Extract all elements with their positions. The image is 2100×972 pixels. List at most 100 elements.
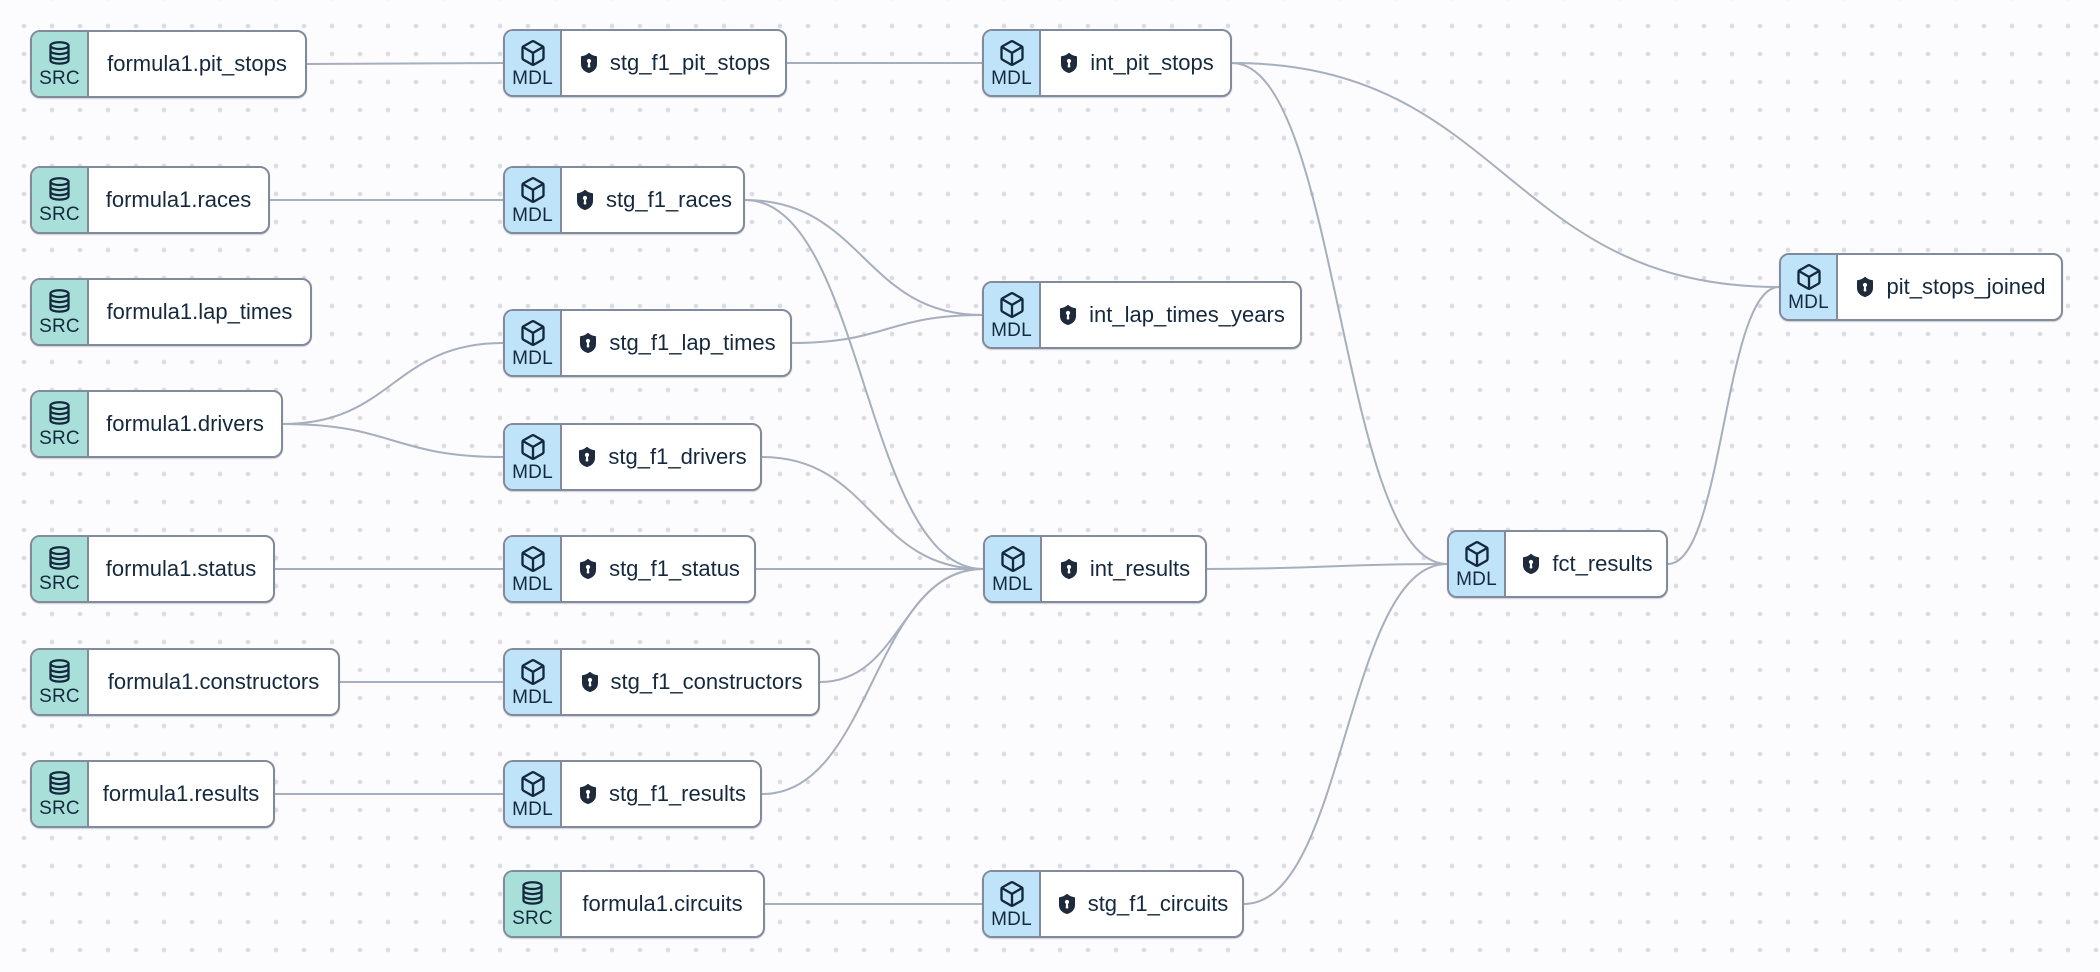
node-body: int_results bbox=[1042, 537, 1205, 601]
model-badge: MDL bbox=[505, 168, 562, 232]
model-cube-icon bbox=[1463, 540, 1491, 568]
database-icon bbox=[46, 176, 73, 203]
node-stg_f1_results[interactable]: MDL stg_f1_results bbox=[503, 760, 762, 828]
node-label: formula1.races bbox=[105, 187, 252, 212]
node-formula1.results[interactable]: SRC formula1.results bbox=[30, 760, 275, 828]
node-label: stg_f1_circuits bbox=[1087, 891, 1229, 916]
node-label: int_lap_times_years bbox=[1089, 302, 1285, 327]
badge-label: MDL bbox=[512, 573, 553, 595]
node-stg_f1_circuits[interactable]: MDL stg_f1_circuits bbox=[982, 870, 1244, 938]
source-badge: SRC bbox=[32, 650, 89, 714]
shield-lock-icon bbox=[576, 781, 600, 807]
shield-lock-icon bbox=[576, 330, 600, 356]
edge-int_results-to-fct_results bbox=[1206, 563, 1448, 570]
node-label: formula1.pit_stops bbox=[107, 51, 287, 76]
database-icon bbox=[46, 400, 73, 427]
badge-label: MDL bbox=[512, 798, 553, 820]
node-label: formula1.constructors bbox=[107, 669, 320, 694]
model-cube-icon bbox=[519, 658, 547, 686]
edge-stg_f1_lap_times-to-int_lap_times_years bbox=[791, 314, 983, 344]
edge-int_pit_stops-to-pit_stops_joined bbox=[1231, 62, 1780, 288]
badge-label: SRC bbox=[512, 908, 553, 929]
model-badge: MDL bbox=[984, 872, 1041, 936]
model-badge: MDL bbox=[984, 31, 1041, 95]
database-icon bbox=[46, 658, 73, 685]
node-body: pit_stops_joined bbox=[1838, 255, 2061, 319]
database-icon bbox=[46, 40, 73, 67]
node-formula1.constructors[interactable]: SRC formula1.constructors bbox=[30, 648, 340, 716]
badge-label: MDL bbox=[512, 204, 553, 226]
model-cube-icon bbox=[519, 433, 547, 461]
model-badge: MDL bbox=[505, 425, 562, 489]
source-badge: SRC bbox=[32, 280, 89, 344]
node-formula1.races[interactable]: SRC formula1.races bbox=[30, 166, 270, 234]
badge-label: MDL bbox=[1456, 568, 1497, 590]
edge-stg_f1_races-to-int_results bbox=[744, 199, 984, 570]
node-label: int_results bbox=[1089, 556, 1191, 581]
model-badge: MDL bbox=[1449, 532, 1506, 596]
model-badge: MDL bbox=[505, 537, 562, 601]
shield-lock-icon bbox=[1519, 551, 1543, 577]
node-int_lap_times_years[interactable]: MDL int_lap_times_years bbox=[982, 281, 1302, 349]
shield-lock-icon bbox=[1056, 302, 1080, 328]
badge-label: SRC bbox=[39, 68, 80, 89]
edge-stg_f1_races-to-int_lap_times_years bbox=[744, 199, 983, 316]
badge-label: MDL bbox=[991, 319, 1032, 341]
badge-label: MDL bbox=[991, 67, 1032, 89]
badge-label: MDL bbox=[1788, 291, 1829, 313]
node-label: pit_stops_joined bbox=[1886, 274, 2046, 299]
edge-stg_f1_circuits-to-fct_results bbox=[1243, 563, 1448, 905]
model-cube-icon bbox=[519, 39, 547, 67]
badge-label: MDL bbox=[991, 908, 1032, 930]
node-formula1.drivers[interactable]: SRC formula1.drivers bbox=[30, 390, 283, 458]
shield-lock-icon bbox=[578, 669, 602, 695]
node-label: formula1.drivers bbox=[106, 411, 264, 436]
badge-label: SRC bbox=[39, 204, 80, 225]
source-badge: SRC bbox=[505, 872, 562, 936]
edge-formula1.drivers-to-stg_f1_lap_times bbox=[282, 342, 504, 425]
source-badge: SRC bbox=[32, 537, 89, 601]
shield-lock-icon bbox=[1853, 274, 1877, 300]
shield-lock-icon bbox=[1055, 891, 1079, 917]
node-body: fct_results bbox=[1506, 532, 1666, 596]
model-cube-icon bbox=[519, 545, 547, 573]
badge-label: MDL bbox=[512, 686, 553, 708]
model-cube-icon bbox=[519, 319, 547, 347]
model-cube-icon bbox=[519, 176, 547, 204]
badge-label: SRC bbox=[39, 686, 80, 707]
node-body: formula1.drivers bbox=[89, 392, 281, 456]
edge-formula1.pit_stops-to-stg_f1_pit_stops bbox=[306, 62, 504, 65]
node-body: formula1.constructors bbox=[89, 650, 338, 714]
model-cube-icon bbox=[998, 39, 1026, 67]
node-label: formula1.results bbox=[102, 781, 260, 806]
database-icon bbox=[46, 770, 73, 797]
badge-label: SRC bbox=[39, 428, 80, 449]
node-body: int_pit_stops bbox=[1041, 31, 1230, 95]
node-body: formula1.status bbox=[89, 537, 273, 601]
model-badge: MDL bbox=[505, 650, 562, 714]
node-int_pit_stops[interactable]: MDL int_pit_stops bbox=[982, 29, 1232, 97]
node-formula1.pit_stops[interactable]: SRC formula1.pit_stops bbox=[30, 30, 307, 98]
badge-label: SRC bbox=[39, 798, 80, 819]
edge-stg_f1_drivers-to-int_results bbox=[761, 456, 984, 570]
node-label: stg_f1_results bbox=[609, 781, 746, 806]
shield-lock-icon bbox=[573, 187, 597, 213]
node-pit_stops_joined[interactable]: MDL pit_stops_joined bbox=[1779, 253, 2063, 321]
model-cube-icon bbox=[519, 770, 547, 798]
node-body: formula1.pit_stops bbox=[89, 32, 305, 96]
node-fct_results[interactable]: MDL fct_results bbox=[1447, 530, 1668, 598]
badge-label: SRC bbox=[39, 316, 80, 337]
badge-label: MDL bbox=[512, 67, 553, 89]
shield-lock-icon bbox=[1057, 50, 1081, 76]
